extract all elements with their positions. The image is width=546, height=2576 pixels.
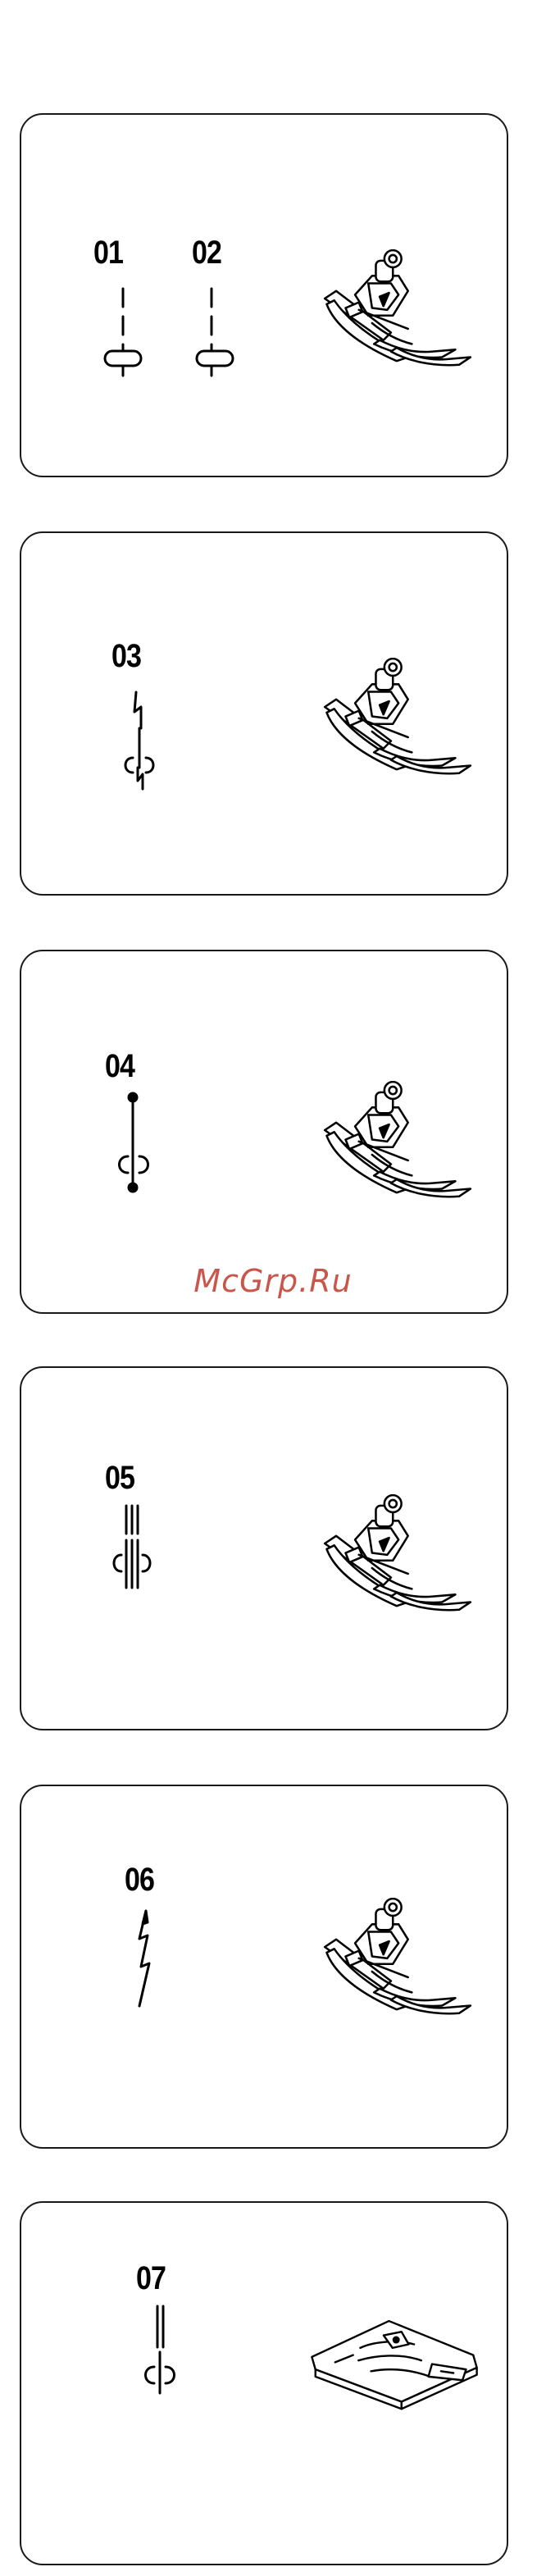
stitch-card-05: 05 [20, 1366, 508, 1730]
stitch-card-01-02: 01 02 [20, 113, 508, 477]
watermark: McGrp.Ru [0, 1263, 546, 1299]
zigzag-foot-icon [312, 1494, 484, 1617]
stitch-number-05: 05 [105, 1460, 134, 1497]
stitch-number-02: 02 [192, 235, 221, 271]
stitch-card-06: 06 [20, 1785, 508, 2149]
zigzag-foot-icon [312, 1898, 484, 2021]
double-straight-stitch-icon [133, 2301, 190, 2400]
zigzag-foot-icon [312, 249, 484, 372]
stitch-card-03: 03 [20, 531, 508, 896]
basting-stitch-icon [107, 1089, 164, 1196]
stitch-number-03: 03 [111, 638, 141, 675]
straight-stitch-center-needle-icon [190, 284, 239, 382]
stitch-number-01: 01 [93, 235, 123, 271]
straight-stitch-left-needle-icon [98, 284, 148, 382]
stitch-card-07: 07 [20, 2201, 508, 2565]
stitch-card-04: 04 [20, 950, 508, 1314]
stitch-number-06: 06 [125, 1862, 154, 1899]
zigzag-foot-icon [312, 658, 484, 781]
triple-stretch-stitch-icon [110, 687, 167, 794]
lightning-stitch-icon [118, 1906, 167, 2021]
satin-stitch-foot-icon [308, 2301, 480, 2416]
zigzag-foot-icon [312, 1081, 484, 1204]
triple-straight-stitch-icon [105, 1501, 162, 1607]
stitch-number-07: 07 [136, 2260, 166, 2297]
stitch-number-04: 04 [105, 1048, 134, 1085]
